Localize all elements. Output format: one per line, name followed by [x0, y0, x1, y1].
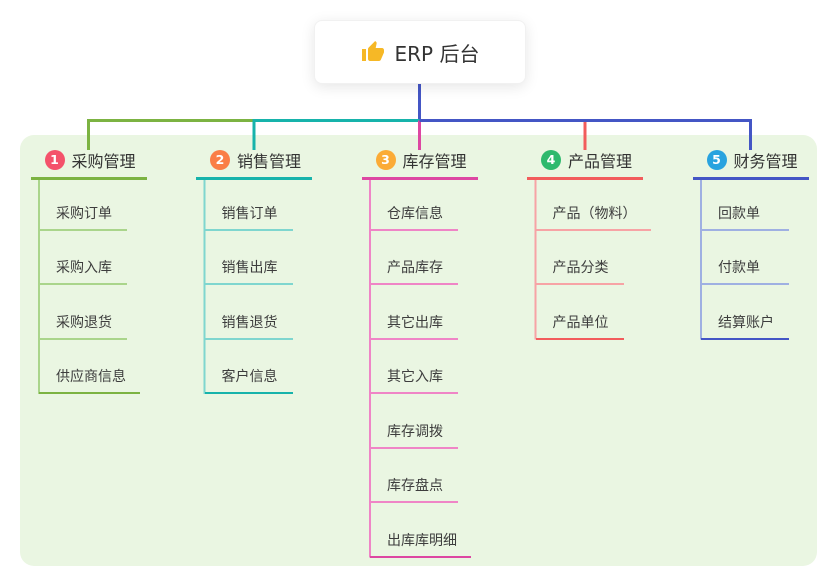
child-node[interactable]: 销售退货 — [204, 308, 293, 340]
child-node[interactable]: 销售订单 — [204, 199, 293, 231]
branch-node-2[interactable]: 2 销售管理 — [196, 146, 312, 180]
branch-label: 采购管理 — [71, 152, 136, 171]
root-label: ERP 后台 — [394, 41, 480, 66]
branch-label: 财务管理 — [733, 152, 798, 171]
child-node[interactable]: 采购退货 — [39, 308, 127, 340]
branch-number-badge: 3 — [375, 150, 396, 170]
child-node[interactable]: 采购入库 — [39, 253, 127, 285]
child-node[interactable]: 库存盘点 — [370, 471, 458, 503]
child-node[interactable]: 出库库明细 — [370, 526, 471, 558]
branch-number-badge: 4 — [541, 150, 561, 170]
branch-number-badge: 1 — [44, 150, 65, 170]
child-node[interactable]: 仓库信息 — [370, 199, 458, 231]
child-node[interactable]: 客户信息 — [204, 362, 293, 394]
branches-panel — [20, 135, 817, 566]
branch-node-5[interactable]: 5 财务管理 — [692, 146, 809, 180]
branch-node-1[interactable]: 1 采购管理 — [30, 146, 147, 180]
child-node[interactable]: 库存调拨 — [370, 417, 458, 449]
child-node[interactable]: 供应商信息 — [39, 362, 140, 394]
child-node[interactable]: 回款单 — [701, 199, 789, 231]
child-node[interactable]: 其它入库 — [370, 362, 458, 394]
child-node[interactable]: 付款单 — [701, 253, 789, 285]
thumbs-up-icon — [361, 41, 384, 61]
branch-node-3[interactable]: 3 库存管理 — [361, 146, 478, 180]
child-node[interactable]: 结算账户 — [701, 308, 789, 340]
child-node[interactable]: 产品分类 — [535, 253, 624, 285]
root-node[interactable]: ERP 后台 — [314, 20, 526, 84]
child-node[interactable]: 其它出库 — [370, 308, 458, 340]
branch-number-badge: 2 — [210, 150, 230, 170]
branch-node-4[interactable]: 4 产品管理 — [527, 146, 643, 180]
child-node[interactable]: 产品（物料） — [535, 199, 651, 231]
branch-label: 销售管理 — [237, 152, 302, 171]
branch-number-badge: 5 — [706, 150, 727, 170]
branch-label: 产品管理 — [568, 152, 633, 171]
child-node[interactable]: 产品库存 — [370, 253, 458, 285]
child-node[interactable]: 销售出库 — [204, 253, 293, 285]
child-node[interactable]: 采购订单 — [39, 199, 127, 231]
branch-label: 库存管理 — [402, 152, 467, 171]
child-node[interactable]: 产品单位 — [535, 308, 624, 340]
